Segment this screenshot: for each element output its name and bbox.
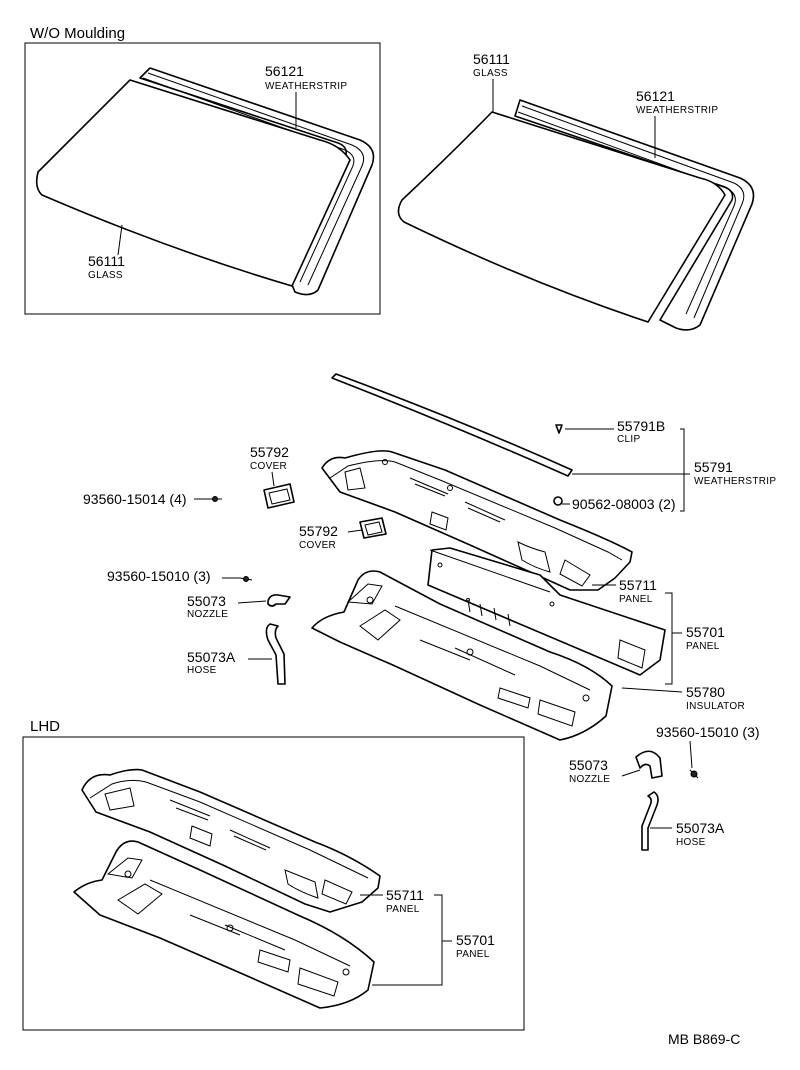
nozzle-a-number: 55073 xyxy=(187,593,226,609)
insulator-panel-illustration xyxy=(427,547,666,676)
nut-number: 90562-08003 (2) xyxy=(572,496,676,512)
hose-a-illustration xyxy=(265,623,286,685)
wo-weatherstrip-number: 56121 xyxy=(265,63,304,79)
lhd-title: LHD xyxy=(30,718,60,735)
screw-b-number: 93560-15010 (3) xyxy=(107,568,211,584)
wo-moulding-title: W/O Moulding xyxy=(30,25,125,42)
footer-code: MB B869-C xyxy=(668,1031,740,1047)
lhd-panel-inner-name: PANEL xyxy=(386,904,420,915)
wo-glass-number: 56111 xyxy=(88,253,125,269)
cover-a-number: 55792 xyxy=(250,444,289,460)
cowl-weatherstrip-number: 55791 xyxy=(694,459,733,475)
wo-weatherstrip-illustration xyxy=(139,67,375,296)
clip-number: 55791B xyxy=(617,418,665,434)
wo-glass-illustration xyxy=(35,79,351,287)
wo-glass-name: GLASS xyxy=(88,270,123,281)
panel-outer-name: PANEL xyxy=(686,641,720,652)
insulator-name: INSULATOR xyxy=(686,701,745,712)
cover-a-name: COVER xyxy=(250,461,287,472)
screw-c-illustration xyxy=(689,769,699,779)
lhd-box: LHD 55711 PANEL 55701 PANEL xyxy=(22,718,525,1031)
windshield-group: 56111 GLASS 56121 WEATHERSTRIP xyxy=(397,51,755,331)
nozzle-b-name: NOZZLE xyxy=(569,774,610,785)
cover-b-number: 55792 xyxy=(299,523,338,539)
cowl-assembly: 55791B CLIP 55791 WEATHERSTRIP 90562-080… xyxy=(83,373,776,851)
lhd-panel-inner-number: 55711 xyxy=(386,887,424,903)
cover-b-illustration xyxy=(359,517,387,539)
wo-moulding-box: W/O Moulding 56121 WEATHERSTRIP 56111 GL… xyxy=(24,25,381,315)
screw-b-illustration xyxy=(239,576,253,582)
nozzle-a-illustration xyxy=(267,594,291,607)
hose-a-number: 55073A xyxy=(187,649,236,665)
glass-number: 56111 xyxy=(473,51,510,67)
inner-cowl-panel-illustration xyxy=(311,570,613,741)
screw-a-illustration xyxy=(210,496,222,502)
panel-inner-number: 55711 xyxy=(619,577,657,593)
nozzle-b-number: 55073 xyxy=(569,757,608,773)
cowl-weatherstrip-illustration xyxy=(331,373,573,477)
nozzle-a-name: NOZZLE xyxy=(187,609,228,620)
cover-a-illustration xyxy=(263,483,295,509)
hose-a-name: HOSE xyxy=(187,665,217,676)
lhd-panel-outer-number: 55701 xyxy=(456,932,495,948)
glass-name: GLASS xyxy=(473,68,508,79)
hose-b-number: 55073A xyxy=(676,820,725,836)
panel-outer-number: 55701 xyxy=(686,624,725,640)
panel-inner-name: PANEL xyxy=(619,594,653,605)
hose-b-name: HOSE xyxy=(676,837,706,848)
clip-name: CLIP xyxy=(617,434,640,445)
screw-c-number: 93560-15010 (3) xyxy=(656,724,760,740)
lhd-outer-panel-illustration xyxy=(81,768,381,913)
glass-illustration xyxy=(397,111,726,323)
hose-b-illustration xyxy=(641,791,659,851)
clip-illustration xyxy=(555,424,563,434)
cover-b-name: COVER xyxy=(299,540,336,551)
nut-illustration xyxy=(553,496,563,506)
outer-cowl-panel-illustration xyxy=(321,450,633,591)
wo-weatherstrip-name: WEATHERSTRIP xyxy=(265,81,347,92)
lhd-panel-outer-name: PANEL xyxy=(456,949,490,960)
cowl-weatherstrip-name: WEATHERSTRIP xyxy=(694,476,776,487)
insulator-number: 55780 xyxy=(686,684,725,700)
screw-a-number: 93560-15014 (4) xyxy=(83,491,187,507)
nozzle-b-illustration xyxy=(635,750,663,779)
weatherstrip-name: WEATHERSTRIP xyxy=(636,105,718,116)
lhd-inner-panel-illustration xyxy=(73,840,375,1009)
weatherstrip-illustration xyxy=(514,99,755,331)
weatherstrip-number: 56121 xyxy=(636,88,675,104)
